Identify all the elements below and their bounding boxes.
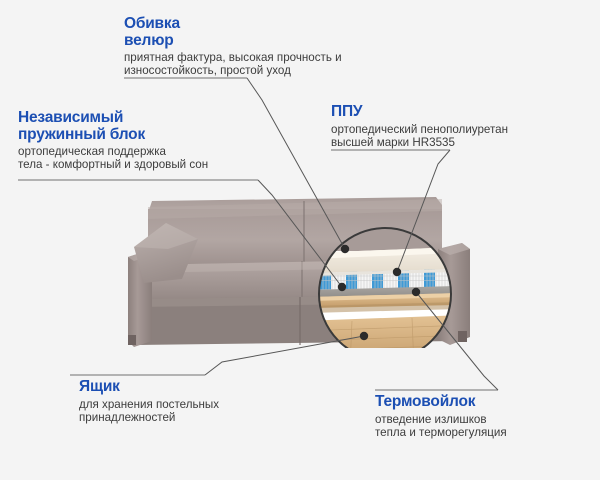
annotation-springs-body: ортопедическая поддержка тела - комфортн… — [18, 145, 209, 172]
annotation-ppu-body: ортопедический пенополиуретан высшей мар… — [331, 122, 509, 149]
annotation-drawer: Ящик для хранения постельных принадлежно… — [79, 378, 220, 424]
annotation-drawer-body: для хранения постельных принадлежностей — [79, 397, 220, 424]
sofa-illustration — [112, 195, 474, 348]
annotation-felt: Термовойлок отведение излишков тепла и т… — [375, 393, 507, 439]
annotation-drawer-title: Ящик — [79, 378, 120, 395]
annotation-springs-title: Независимый пружинный блок — [18, 109, 146, 143]
annotation-ppu: ППУ ортопедический пенополиуретан высшей… — [331, 103, 509, 151]
annotation-upholstery: Обивка велюр приятная фактура, высокая п… — [124, 15, 342, 79]
annotation-ppu-title: ППУ — [331, 103, 363, 120]
annotation-springs: Независимый пружинный блок ортопедическа… — [18, 109, 209, 173]
annotation-upholstery-body: приятная фактура, высокая прочность и из… — [124, 51, 342, 78]
annotation-felt-body: отведение излишков тепла и терморегуляци… — [375, 412, 507, 439]
annotation-upholstery-title: Обивка велюр — [124, 15, 180, 49]
annotation-felt-title: Термовойлок — [375, 393, 476, 410]
